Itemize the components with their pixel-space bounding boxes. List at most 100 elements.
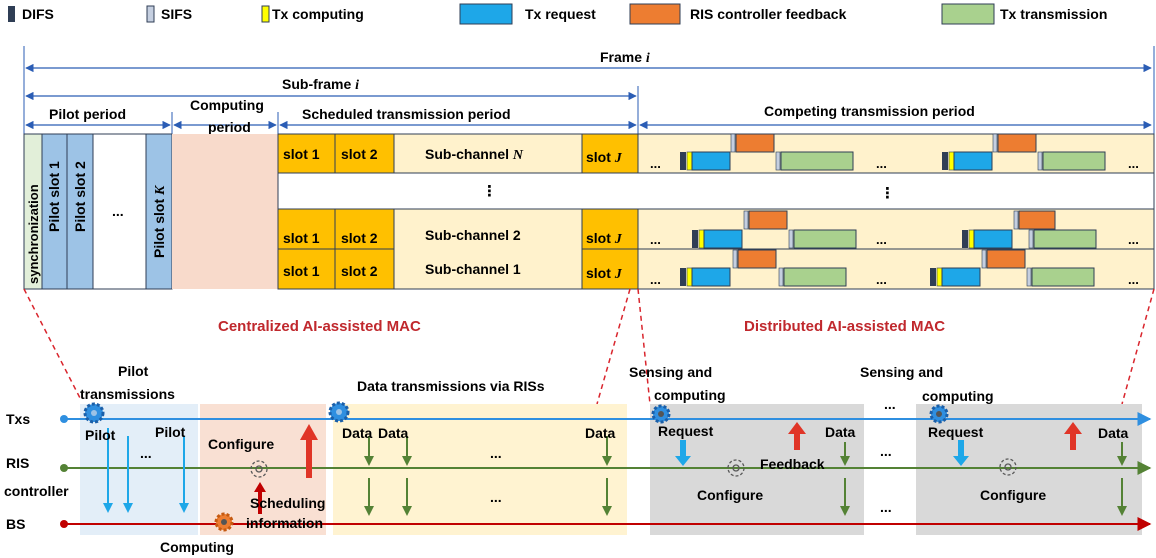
- scheduled-vdots: ⋮: [482, 183, 497, 200]
- gear-icon: [651, 404, 671, 424]
- competing-row-1: ... ... ...: [650, 249, 1139, 287]
- pilot-slot-gap: [92, 133, 147, 290]
- timeline-lines: [60, 412, 1152, 531]
- pilot-slot-1: [41, 133, 68, 290]
- gear-icon: [214, 512, 234, 532]
- svg-text:...: ...: [1128, 156, 1139, 171]
- distributed-mac-label: Distributed AI-assisted MAC: [744, 318, 945, 335]
- data-transmissions-label: Data transmissions via RISs: [357, 378, 545, 394]
- data-label-2: Data: [378, 425, 409, 441]
- sensing-label-1b: computing: [654, 387, 726, 403]
- row-2-slot-1: [277, 208, 336, 250]
- pilot-slot-2: [66, 133, 94, 290]
- competing-period-label: Competing transmission period: [764, 103, 975, 119]
- ris-controller-label-2: controller: [4, 483, 69, 499]
- subchannel-2-label: Sub-channel 2: [425, 227, 521, 243]
- svg-text:...: ...: [650, 272, 661, 287]
- svg-text:...: ...: [876, 232, 887, 247]
- competing-vdots: ⋮: [880, 185, 895, 202]
- pilot-period-label: Pilot period: [49, 106, 126, 122]
- bs-label: BS: [6, 516, 25, 532]
- row-n-slot-j-label: slot J: [586, 149, 623, 166]
- row-1-slot-1-label: slot 1: [283, 263, 320, 279]
- configure-label-centralized: Configure: [208, 436, 274, 452]
- request-feedback-arrows: [675, 422, 1082, 466]
- data-label-3: Data: [585, 425, 616, 441]
- pilot-slot-k: [145, 133, 173, 290]
- svg-text:...: ...: [876, 156, 887, 171]
- legend-tx-computing-label: Tx computing: [272, 6, 364, 22]
- row-1-slot-j: [581, 248, 639, 290]
- timeline-labels: Pilot transmissions Pilot Pilot ... Conf…: [80, 363, 1129, 555]
- legend-ris-feedback-swatch: [629, 3, 681, 25]
- synchronization-label: synchronization: [26, 184, 41, 284]
- legend-tx-computing-swatch: [261, 5, 270, 23]
- competing-block: ⋮ ... ... ... ...: [637, 133, 1155, 290]
- legend-tx-transmission-label: Tx transmission: [1000, 6, 1107, 22]
- computing-period-label-2: period: [208, 119, 251, 135]
- competing-row-n: ... ... ...: [650, 133, 1139, 171]
- distributed-ellipsis-2: ...: [880, 499, 892, 515]
- pilot-label-2: Pilot: [155, 424, 186, 440]
- svg-text:...: ...: [1128, 272, 1139, 287]
- data-ellipsis-2: ...: [490, 489, 502, 505]
- row-1-slot-2: [334, 248, 395, 290]
- pilot-arrows: [103, 428, 189, 513]
- subchannel-1-label: Sub-channel 1: [425, 261, 521, 277]
- configure-label-1: Configure: [697, 487, 763, 503]
- subchannel-n-label: Sub-channel N: [425, 146, 524, 163]
- pilot-slot-2-label: Pilot slot 2: [72, 161, 88, 232]
- data-ellipsis-1: ...: [490, 445, 502, 461]
- frame-dimensions: Frame i Sub-frame i Pilot period Computi…: [23, 46, 1155, 290]
- centralized-mac-label: Centralized AI-assisted MAC: [218, 318, 421, 335]
- gear-outline-icon: [250, 460, 268, 478]
- data-label-1: Data: [342, 425, 373, 441]
- legend: DIFS SIFS Tx computing Tx request RIS co…: [8, 3, 1107, 25]
- frame-label: Frame i: [600, 49, 650, 66]
- legend-difs-swatch: [8, 6, 15, 22]
- scheduled-period-label: Scheduled transmission period: [302, 106, 511, 122]
- gear-outline-icon: [727, 459, 745, 477]
- ris-controller-label-1: RIS: [6, 455, 29, 471]
- legend-sifs-swatch: [146, 5, 155, 23]
- config-phase-bg: [200, 404, 326, 535]
- sensing-label-2b: computing: [922, 388, 994, 404]
- data-label-5: Data: [1098, 425, 1129, 441]
- legend-tx-request-swatch: [459, 3, 513, 25]
- feedback-label: Feedback: [760, 456, 825, 472]
- competing-row-2: ... ... ...: [650, 210, 1139, 249]
- pilot-phase-bg: [80, 404, 198, 535]
- row-2-slot-j-label: slot J: [586, 230, 623, 247]
- pilot-ellipsis-timeline: ...: [140, 445, 152, 461]
- pilot-transmissions-label-1: Pilot: [118, 363, 149, 379]
- legend-ris-feedback-label: RIS controller feedback: [690, 6, 847, 22]
- scheduled-block: slot 1 slot 2 Sub-channel N slot J ⋮ slo…: [277, 133, 1155, 290]
- gear-icon: [929, 404, 949, 424]
- row-1-slot-j-label: slot J: [586, 265, 623, 282]
- txs-label: Txs: [6, 411, 30, 427]
- config-arrows: [254, 424, 318, 514]
- pilot-block: synchronization Pilot slot 1 Pilot slot …: [23, 133, 278, 290]
- data-label-4: Data: [825, 424, 856, 440]
- request-label-2: Request: [928, 424, 984, 440]
- subframe-label: Sub-frame i: [282, 76, 359, 93]
- configure-label-2: Configure: [980, 487, 1046, 503]
- row-1-slot-1: [277, 248, 336, 290]
- scheduling-info-label-1: Scheduling: [250, 495, 325, 511]
- distributed-phase-bg-2: [916, 404, 1142, 535]
- row-n-slot-2-label: slot 2: [341, 146, 378, 162]
- svg-text:...: ...: [1128, 232, 1139, 247]
- legend-difs-label: DIFS: [22, 6, 54, 22]
- svg-text:...: ...: [650, 156, 661, 171]
- request-label-1: Request: [658, 423, 714, 439]
- computing-period-block: [172, 134, 278, 289]
- pilot-slot-1-label: Pilot slot 1: [46, 161, 62, 232]
- data-phase-bg: [333, 404, 627, 535]
- row-1-slot-2-label: slot 2: [341, 263, 378, 279]
- sensing-label-2a: Sensing and: [860, 364, 943, 380]
- zoom-lines: [23, 288, 1155, 405]
- row-2-slot-1-label: slot 1: [283, 230, 320, 246]
- computing-period-label-1: Computing: [190, 97, 264, 113]
- legend-tx-transmission-swatch: [941, 3, 995, 25]
